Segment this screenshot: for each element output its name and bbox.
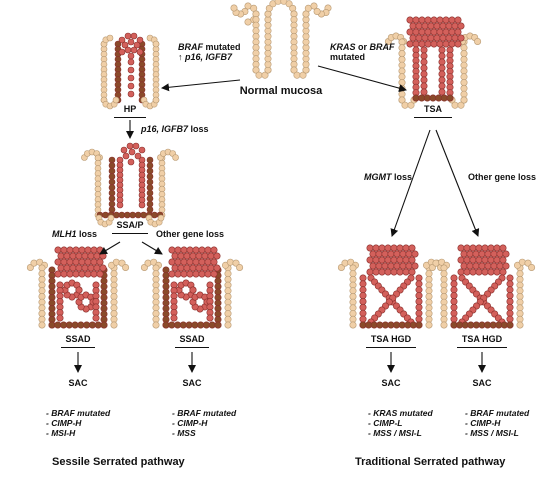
char-col3-item: - CIMP-L xyxy=(368,418,403,429)
characteristics-col3: - KRAS mutated - CIMP-L - MSS / MSI-L xyxy=(368,408,433,439)
edge-to-tsa-label: KRAS or BRAF mutated xyxy=(330,42,395,63)
up-arrow-icon: ↑ xyxy=(178,52,183,63)
edge-tsa-right-label: Other gene loss xyxy=(468,172,537,182)
edge-tsa-left-gene: MGMT xyxy=(364,172,392,182)
ssad-left-underline xyxy=(61,347,95,348)
characteristics-col2: - BRAF mutated - CIMP-H - MSS xyxy=(172,408,236,439)
traditional-pathway-title: Traditional Serrated pathway xyxy=(355,456,506,468)
node-sac-3-label: SAC xyxy=(381,378,401,388)
char-col1-item: - CIMP-H xyxy=(46,418,82,429)
node-ssap-label: SSA/P xyxy=(116,220,144,230)
edge-tsa-left-label: MGMT loss xyxy=(364,172,412,182)
edge-ssap-left-gene: MLH1 xyxy=(52,229,77,239)
crypt-tsa-hgd-right xyxy=(428,244,536,329)
edge-hp-to-ssap-label: p16, IGFB7 loss xyxy=(141,124,209,134)
node-tsa-hgd-left-label: TSA HGD xyxy=(370,334,412,344)
crypt-illustrations xyxy=(26,0,536,329)
char-col1-item: - BRAF mutated xyxy=(46,408,111,418)
edge-to-tsa-line2: mutated xyxy=(330,52,366,63)
char-col3-item: - KRAS mutated xyxy=(368,408,433,418)
edge-to-tsa-gene: KRAS xyxy=(330,42,356,52)
edge-to-tsa-mid: or xyxy=(355,42,370,52)
ssad-right-underline xyxy=(175,347,209,348)
edge-to-hp-genes: p16, IGFB7 xyxy=(185,52,233,63)
crypt-ssad-left xyxy=(26,246,130,329)
edge-ssap-left-label: MLH1 loss xyxy=(52,229,97,239)
edge-to-hp-label: BRAF mutated ↑ p16, IGFB7 xyxy=(178,42,241,63)
node-normal-mucosa-label: Normal mucosa xyxy=(239,85,323,97)
node-sac-1-label: SAC xyxy=(68,378,88,388)
edge-to-hp-rest: mutated xyxy=(203,42,241,52)
node-sac-2-label: SAC xyxy=(182,378,202,388)
edge-to-hp-gene: BRAF xyxy=(178,42,203,52)
arrow-normal-to-tsa xyxy=(317,65,407,93)
characteristics-col4: - BRAF mutated - CIMP-H - MSS / MSI-L xyxy=(465,408,529,439)
char-col4-item: - MSS / MSI-L xyxy=(465,428,519,439)
tsa-underline xyxy=(414,117,452,118)
node-sac-4-label: SAC xyxy=(472,378,492,388)
char-col3-item: - MSS / MSI-L xyxy=(368,428,422,439)
crypt-hp xyxy=(100,32,160,110)
crypt-normal-mucosa xyxy=(230,0,332,79)
node-hp-label: HP xyxy=(123,104,137,114)
crypt-tsa-hgd-left xyxy=(337,244,445,329)
crypt-tsa xyxy=(384,16,482,109)
node-ssad-right-label: SSAD xyxy=(179,334,205,344)
crypt-ssad-right xyxy=(140,246,244,329)
arrow-tsa-to-hgd-left xyxy=(390,129,431,237)
hp-underline xyxy=(114,117,146,118)
char-col2-item: - BRAF mutated xyxy=(172,408,237,418)
node-tsa-hgd-right-label: TSA HGD xyxy=(461,334,503,344)
arrow-tsa-to-hgd-right xyxy=(435,129,480,237)
tsa-hgd-left-underline xyxy=(366,347,416,348)
characteristics-col1: - BRAF mutated - CIMP-H - MSI-H xyxy=(46,408,110,439)
char-col4-item: - BRAF mutated xyxy=(465,408,530,418)
arrows xyxy=(74,65,486,373)
ssap-underline xyxy=(112,233,148,234)
char-col4-item: - CIMP-H xyxy=(465,418,501,429)
char-col2-item: - CIMP-H xyxy=(172,418,208,429)
arrow-normal-to-hp xyxy=(161,79,241,92)
sessile-pathway-title: Sessile Serrated pathway xyxy=(52,456,185,468)
edge-tsa-left-rest: loss xyxy=(391,172,413,182)
crypt-ssap xyxy=(81,142,179,228)
arrow-ssap-to-ssad-left xyxy=(99,241,121,255)
edge-to-tsa-gene2: BRAF xyxy=(369,42,395,52)
tsa-hgd-right-underline xyxy=(457,347,507,348)
edge-hp-to-ssap-genes: p16, IGFB7 xyxy=(141,124,189,134)
char-col2-item: - MSS xyxy=(172,428,196,439)
edge-ssap-left-rest: loss xyxy=(76,229,98,239)
arrow-ssap-to-ssad-right xyxy=(141,241,163,255)
node-tsa-label: TSA xyxy=(424,104,442,114)
edge-hp-to-ssap-rest: loss xyxy=(188,124,209,134)
edge-ssap-right-label: Other gene loss xyxy=(156,229,225,239)
node-ssad-left-label: SSAD xyxy=(65,334,91,344)
char-col1-item: - MSI-H xyxy=(46,428,76,439)
